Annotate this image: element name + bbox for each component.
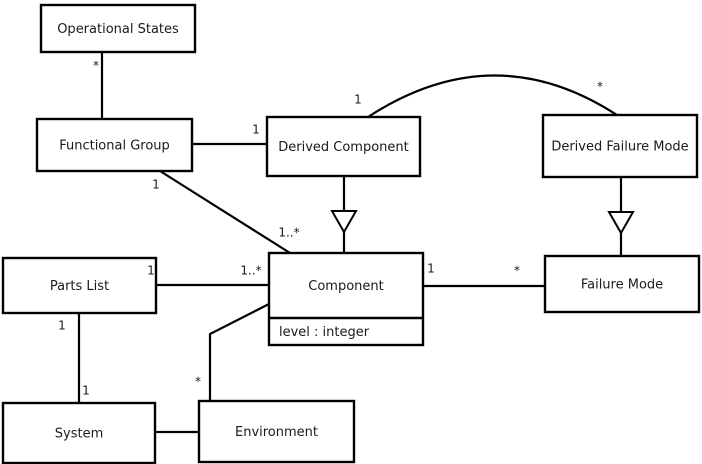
class-box-failure-mode[interactable]: Failure Mode: [543, 254, 701, 314]
class-outline[interactable]: [543, 254, 701, 314]
class-box-environment[interactable]: Environment: [197, 399, 356, 464]
association-arc: [367, 74, 618, 118]
class-name-label: Operational States: [57, 22, 179, 37]
class-box-derived-component[interactable]: Derived Component: [265, 115, 422, 178]
association-derived-component--derived-failure-mode: [367, 74, 618, 118]
generalization-triangle-icon: [330, 210, 358, 235]
class-outline[interactable]: [39, 3, 197, 54]
class-outline[interactable]: [265, 115, 422, 178]
class-outline[interactable]: [541, 113, 699, 179]
multiplicity-label: *: [93, 59, 99, 73]
multiplicity-label: 1: [58, 319, 66, 333]
class-outline[interactable]: [1, 256, 158, 315]
class-box-component[interactable]: Component level : integer: [267, 251, 425, 347]
multiplicity-label: *: [195, 375, 201, 389]
multiplicity-label: 1: [152, 178, 160, 192]
association-line: [159, 170, 291, 254]
class-attribute-label: level : integer: [279, 325, 370, 340]
multiplicity-label: 1: [82, 384, 90, 398]
class-name-label: Derived Component: [278, 140, 409, 155]
generalization-layer: [330, 176, 635, 256]
class-name-label: Component: [308, 279, 383, 294]
association-functional-group--component: [159, 170, 291, 254]
class-name-label: System: [55, 427, 103, 442]
class-outline[interactable]: [267, 251, 425, 347]
multiplicity-label: *: [514, 264, 520, 278]
class-outline[interactable]: [1, 401, 157, 464]
class-name-label: Functional Group: [59, 139, 170, 154]
class-outline[interactable]: [197, 399, 356, 464]
class-box-functional-group[interactable]: Functional Group: [35, 117, 194, 173]
multiplicity-label: 1: [147, 264, 155, 278]
class-outline[interactable]: [35, 117, 194, 173]
multiplicity-label: 1: [252, 123, 260, 137]
association-layer: [77, 52, 618, 434]
generalization-derived-failure-mode--failure-mode-generalization: [607, 177, 635, 256]
generalization-triangle-icon: [607, 211, 635, 236]
multiplicity-label: 1: [427, 262, 435, 276]
association-component--environment: [208, 303, 270, 401]
association-line: [208, 303, 270, 401]
class-name-label: Derived Failure Mode: [551, 140, 688, 155]
multiplicity-label: 1..*: [240, 264, 261, 278]
multiplicity-label: *: [597, 80, 603, 94]
class-box-operational-states[interactable]: Operational States: [39, 3, 197, 54]
class-box-derived-failure-mode[interactable]: Derived Failure Mode: [541, 113, 699, 179]
multiplicity-label: 1..*: [278, 226, 299, 240]
multiplicity-layer: * 1 1 1..* 1 * 1 1..* 1 1 1 * *: [58, 59, 603, 398]
class-name-label: Parts List: [50, 279, 109, 294]
class-name-label: Failure Mode: [581, 278, 663, 293]
class-box-parts-list[interactable]: Parts List: [1, 256, 158, 315]
class-box-system[interactable]: System: [1, 401, 157, 464]
multiplicity-label: 1: [354, 93, 362, 107]
class-name-label: Environment: [235, 425, 318, 440]
generalization-derived-component--component-generalization: [330, 176, 358, 253]
